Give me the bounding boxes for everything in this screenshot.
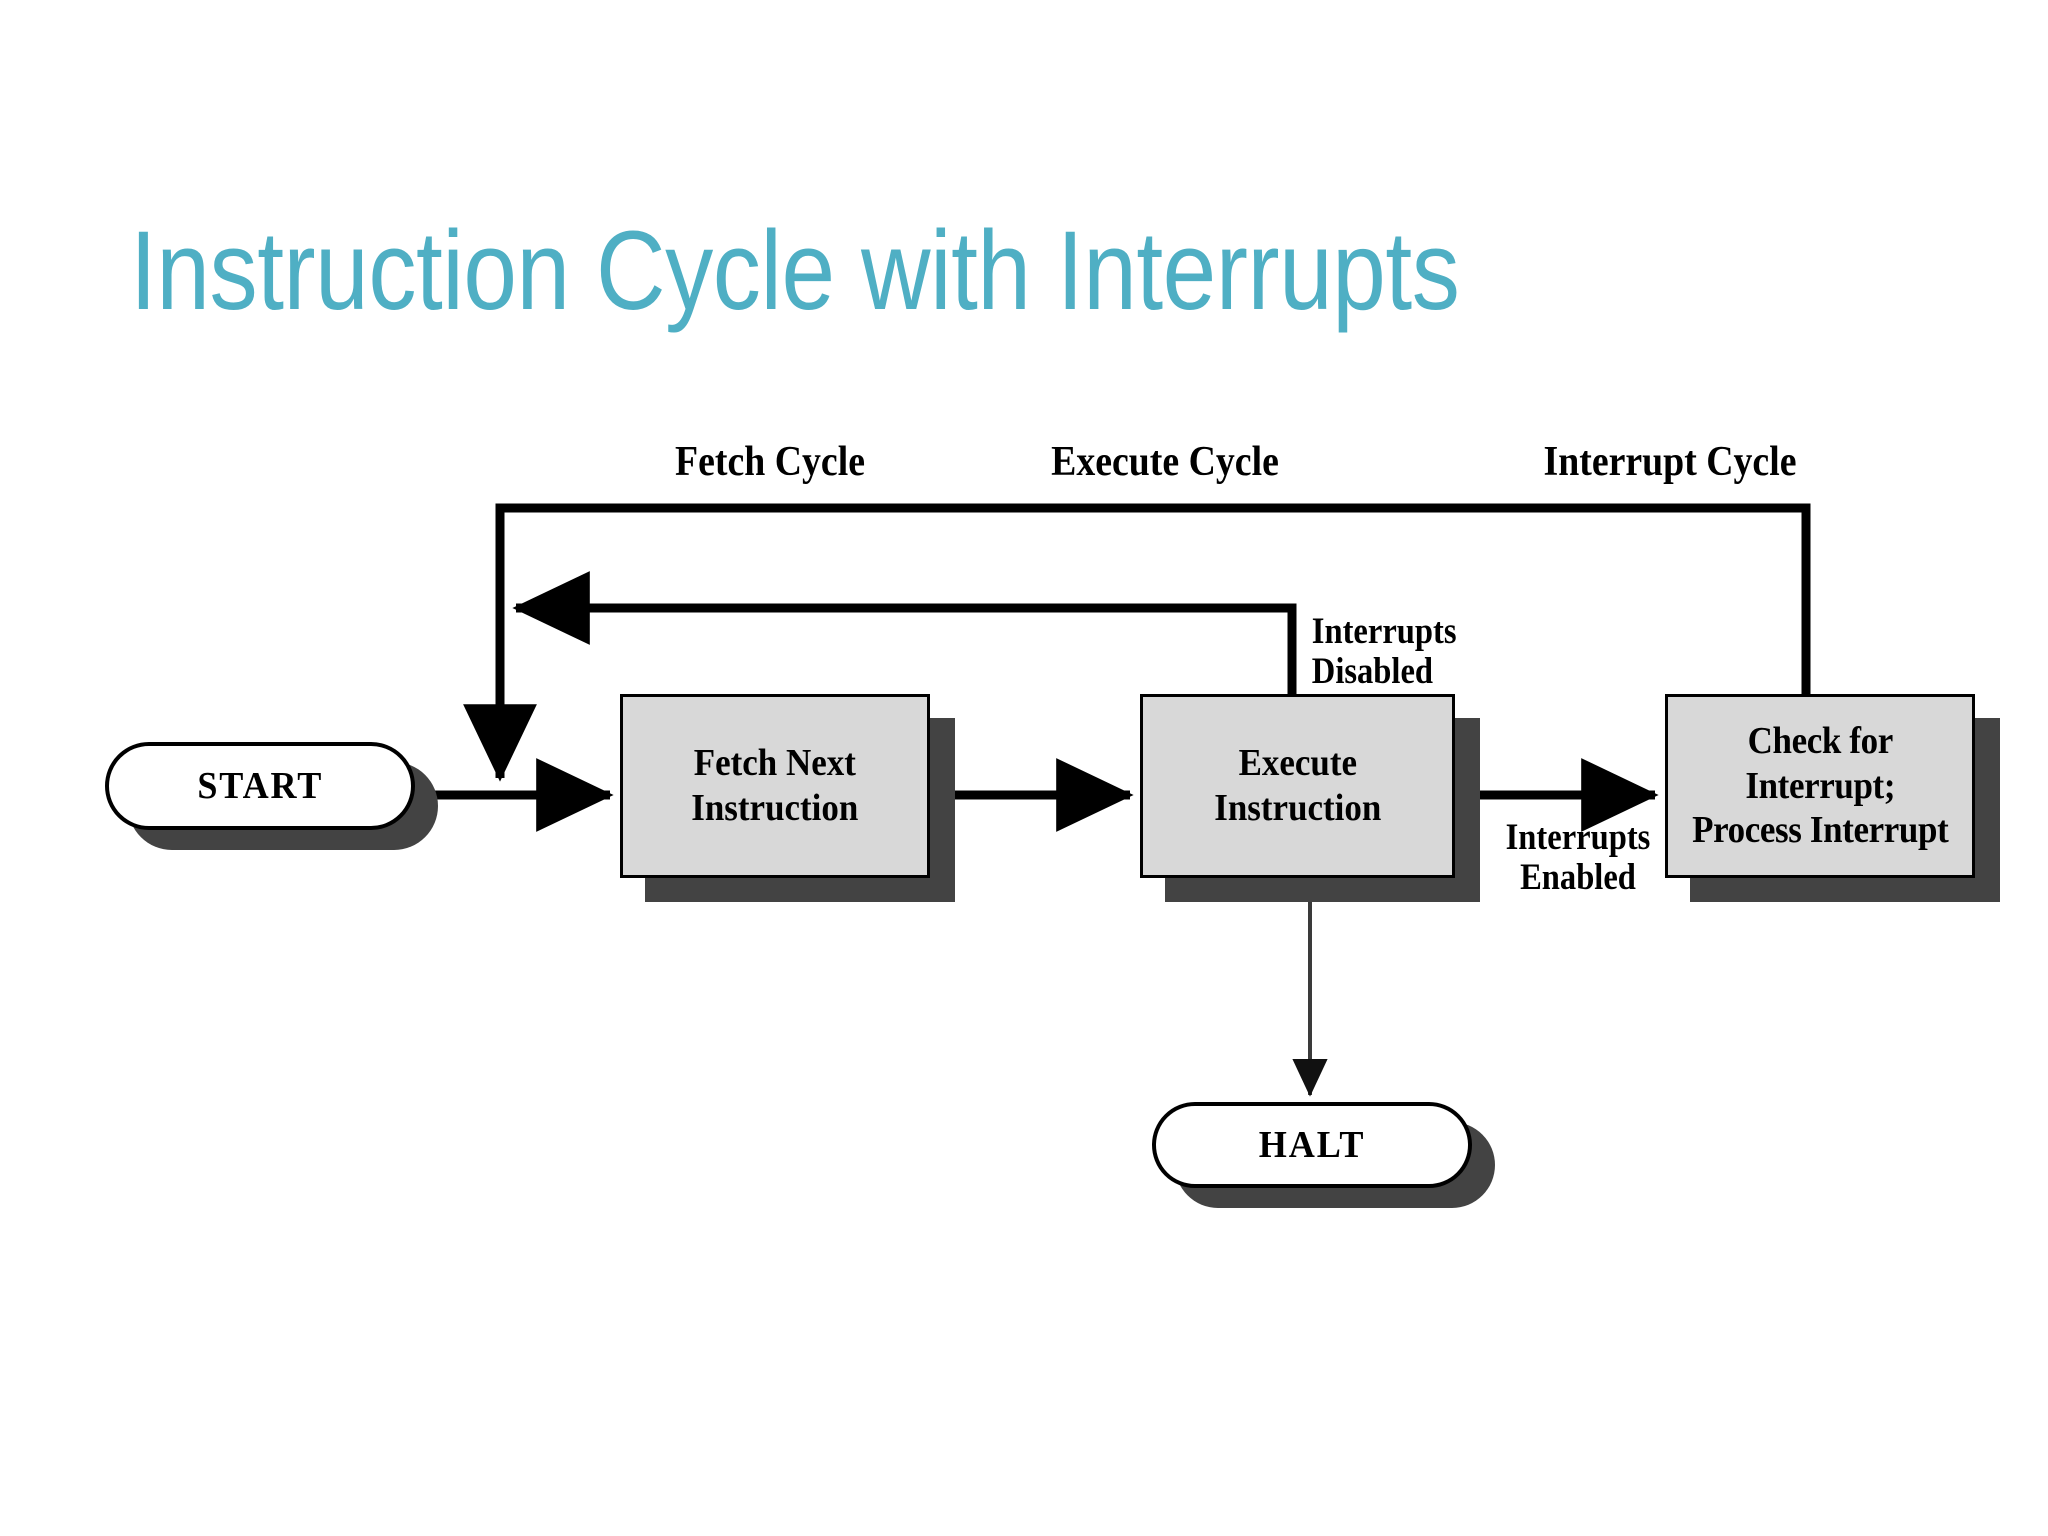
check-interrupt-line2: Interrupt; — [1745, 764, 1895, 807]
process-fetch-next-instruction[interactable]: Fetch Next Instruction — [620, 694, 930, 878]
cycle-label-execute: Execute Cycle — [1051, 439, 1279, 485]
cycle-label-interrupt: Interrupt Cycle — [1543, 439, 1797, 485]
start-terminator-label: START — [197, 765, 323, 807]
edge-label-interrupts-disabled: Interrupts Disabled — [1312, 612, 1514, 692]
cycle-label-fetch: Fetch Cycle — [675, 439, 865, 485]
execute-box-line2: Instruction — [1213, 787, 1382, 829]
process-execute-instruction[interactable]: Execute Instruction — [1140, 694, 1455, 878]
page-title: Instruction Cycle with Interrupts — [130, 208, 1460, 333]
fetch-box-line2: Instruction — [691, 787, 859, 829]
fetch-box-line1: Fetch Next — [693, 742, 857, 785]
check-interrupt-line3: Process Interrupt — [1691, 809, 1949, 852]
edge-label-interrupts-enabled: Interrupts Enabled — [1490, 818, 1666, 898]
execute-box-line1: Execute — [1238, 742, 1357, 785]
interrupts-disabled-line2: Disabled — [1311, 650, 1434, 692]
halt-terminator[interactable]: HALT — [1152, 1102, 1472, 1188]
halt-terminator-label: HALT — [1258, 1124, 1366, 1166]
check-interrupt-line1: Check for — [1747, 719, 1893, 762]
process-check-for-interrupt[interactable]: Check for Interrupt; Process Interrupt — [1665, 694, 1975, 878]
interrupts-enabled-line1: Interrupts — [1505, 817, 1651, 858]
interrupts-disabled-line1: Interrupts — [1311, 611, 1457, 652]
interrupts-enabled-line2: Enabled — [1520, 856, 1636, 898]
start-terminator[interactable]: START — [105, 742, 415, 830]
